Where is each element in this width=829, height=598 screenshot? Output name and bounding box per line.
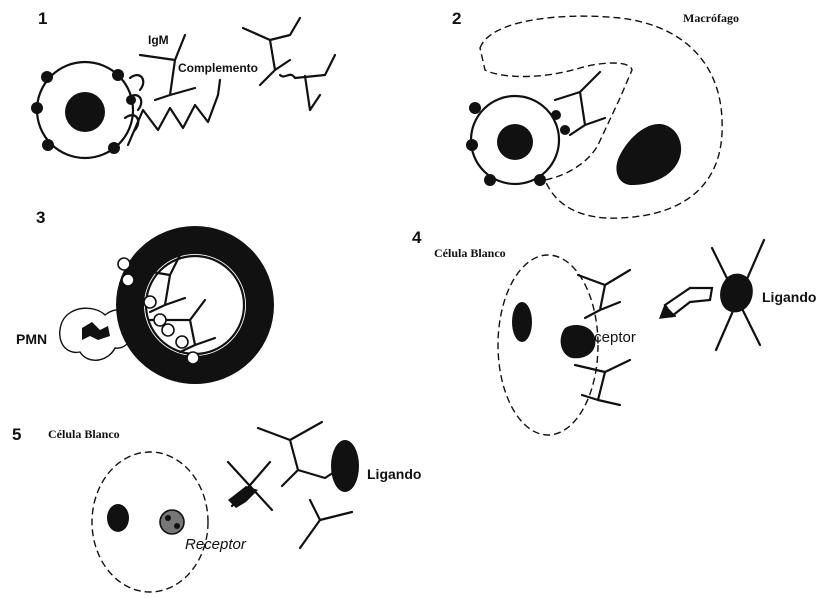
panel-4-target-cell-nucleus (512, 302, 532, 342)
macrophage-nucleus (616, 124, 681, 185)
panel-5-target-cell-label: Célula Blanco (48, 427, 120, 441)
panel-1-number: 1 (38, 9, 47, 28)
panel-4-receptor-label: Receptor (575, 329, 636, 346)
panel-4-blocked-ligand (712, 240, 764, 350)
panel-2: 2 Macrófago (452, 9, 739, 218)
target-cell-with-igm (31, 62, 136, 158)
panel-4-target-cell-label: Célula Blanco (434, 246, 506, 260)
igm-label: IgM (148, 33, 169, 47)
pmn-label: PMN (16, 331, 47, 347)
panel-5: 5 Célula Blanco Receptor Ligando (12, 422, 421, 592)
opsonized-target-cell (466, 72, 605, 186)
panel-3: 3 PMN (16, 208, 260, 370)
opsonized-cell-nucleus (497, 124, 533, 160)
panel-4-ligand-label: Ligando (762, 289, 816, 305)
panel-4-cross-line-1 (712, 248, 760, 345)
igm-antibody (125, 35, 195, 130)
panel-4-number: 4 (412, 228, 422, 247)
panel-5-ligand-cell-body (331, 440, 359, 492)
panel-4-block-arrow (660, 288, 712, 318)
panel-5-blocked-ligand (228, 462, 272, 510)
target-cell-nucleus (65, 92, 105, 132)
panel-5-receptor-blob (160, 510, 184, 534)
panel-2-number: 2 (452, 9, 461, 28)
panel-5-cross-line-2 (232, 462, 270, 506)
panel-5-receptor-label: Receptor (185, 536, 247, 553)
complement-cascade (128, 80, 220, 145)
panel-4: 4 Célula Blanco Receptor Ligando (412, 228, 816, 435)
panel-5-number: 5 (12, 425, 21, 444)
panel-5-target-cell-nucleus (107, 504, 129, 532)
panel-5-ligand-label: Ligando (367, 466, 421, 482)
target-cell-inner-ring (146, 256, 244, 354)
complement-label: Complemento (178, 61, 258, 75)
macrophage-membrane (480, 16, 722, 218)
panel-3-number: 3 (36, 208, 45, 227)
panel-1: 1 IgM Complemento (31, 9, 335, 158)
panel-5-ligand-cell (258, 422, 359, 548)
pmn-nucleus (82, 322, 110, 340)
macrophage-label: Macrófago (683, 11, 739, 25)
